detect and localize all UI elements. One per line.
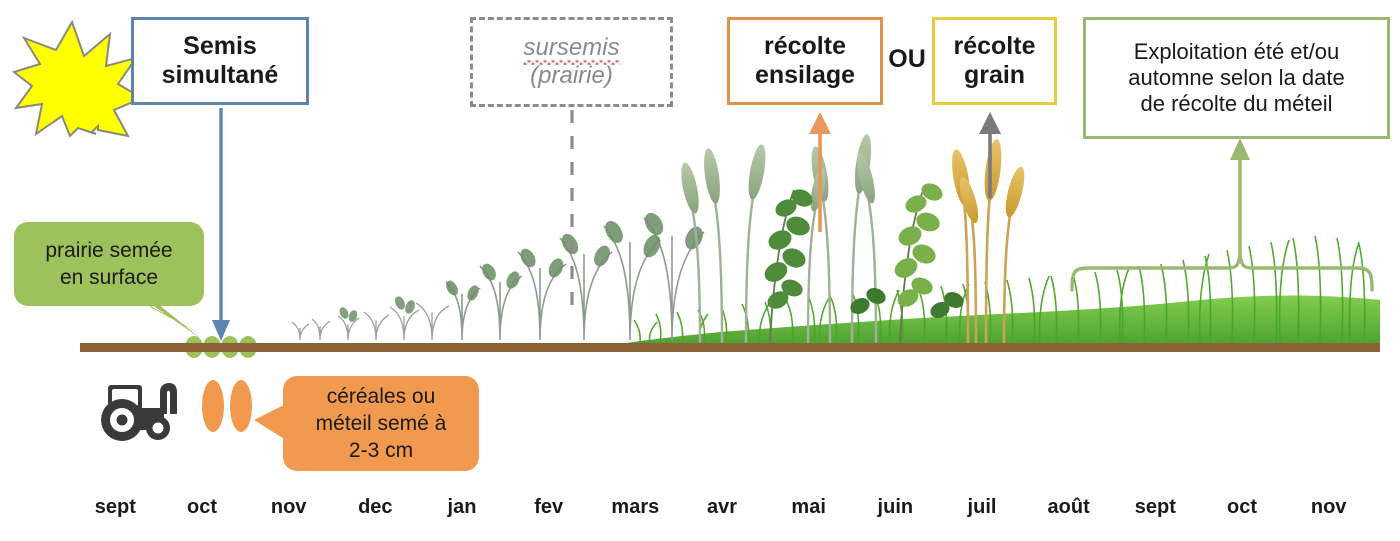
ou-connector-label: OU <box>888 45 926 73</box>
sursemis-box: sursemis (prairie) <box>470 17 673 107</box>
month-label-sept-12: sept <box>1134 496 1176 518</box>
cereales-line-1: céréales ou <box>326 384 436 408</box>
month-label-sept-0: sept <box>94 496 136 518</box>
grain-arrow <box>979 112 1001 198</box>
prairie-line-1: prairie semée <box>45 238 173 262</box>
timeline-month-axis: sept oct nov dec jan fev mars avr mai juin juil aoû… <box>80 496 1380 526</box>
ensilage-line-2: ensilage <box>754 61 856 89</box>
exploitation-line-2: automne selon la date <box>1128 65 1345 91</box>
grass-band <box>620 235 1380 345</box>
exploitation-arrow <box>1230 138 1250 256</box>
semis-arrow <box>212 108 230 341</box>
seedling-stage-early <box>291 302 450 341</box>
ensilage-arrow <box>809 112 831 232</box>
tractor-icon <box>101 383 177 441</box>
wheat-ripe-stand <box>952 139 1025 345</box>
month-label-juil-10: juil <box>967 496 997 518</box>
semis-line-1: Semis <box>183 31 257 60</box>
cereal-green-stand <box>681 134 964 345</box>
exploitation-line-1: Exploitation été et/ou <box>1133 39 1340 65</box>
prairie-line-2: en surface <box>59 266 159 289</box>
month-label-dec-3: dec <box>358 496 393 518</box>
soil-line <box>80 343 1380 352</box>
month-label-avr-7: avr <box>706 496 738 518</box>
grain-line-1: récolte <box>953 31 1036 60</box>
plant-stage-mid <box>445 217 705 341</box>
prairie-semee-callout: prairie semée en surface <box>14 222 204 306</box>
grain-line-2: grain <box>963 61 1026 89</box>
seedling-leaves-early <box>339 296 415 322</box>
month-label-oct-13: oct <box>1227 496 1257 518</box>
month-label-oct-1: oct <box>187 496 217 518</box>
exploitation-box: Exploitation été et/ou automne selon la … <box>1083 17 1390 139</box>
semis-simultane-box: Semis simultané <box>131 17 309 105</box>
month-label-mars-6: mars <box>611 496 660 518</box>
month-label-mai-8: mai <box>791 496 826 518</box>
recolte-ensilage-box: récolte ensilage <box>727 17 883 105</box>
exploitation-line-3: de récolte du méteil <box>1140 90 1333 116</box>
legume-leaves-2 <box>894 183 943 307</box>
month-label-nov-2: nov <box>270 496 307 518</box>
month-label-jan-4: jan <box>447 496 477 518</box>
sursemis-text: sursemis <box>523 33 620 61</box>
cereales-bubble-tail <box>254 404 286 440</box>
legume-leaves-3 <box>850 288 964 319</box>
sursemis-line-2: (prairie) <box>530 62 613 89</box>
starburst-icon <box>11 19 145 138</box>
cereales-line-3: 2-3 cm <box>348 439 414 463</box>
legume-leaves <box>764 189 813 309</box>
month-label-juin-9: juin <box>877 496 914 518</box>
cereales-meteil-callout: céréales ou méteil semé à 2-3 cm <box>283 376 479 471</box>
spellcheck-squiggle-icon <box>523 60 620 65</box>
exploitation-brace <box>1070 254 1374 292</box>
ensilage-line-1: récolte <box>764 31 846 60</box>
cereal-seeds <box>202 380 252 432</box>
cereales-line-2: méteil semé à <box>315 411 447 435</box>
month-label-août-11: août <box>1047 496 1090 518</box>
month-label-nov-14: nov <box>1310 496 1347 518</box>
plant-leaves-mid <box>446 212 703 301</box>
month-label-fev-5: fev <box>534 496 564 518</box>
semis-line-2: simultané <box>161 61 279 89</box>
sursemis-line-1: sursemis <box>523 33 620 65</box>
recolte-grain-box: récolte grain <box>932 17 1057 105</box>
